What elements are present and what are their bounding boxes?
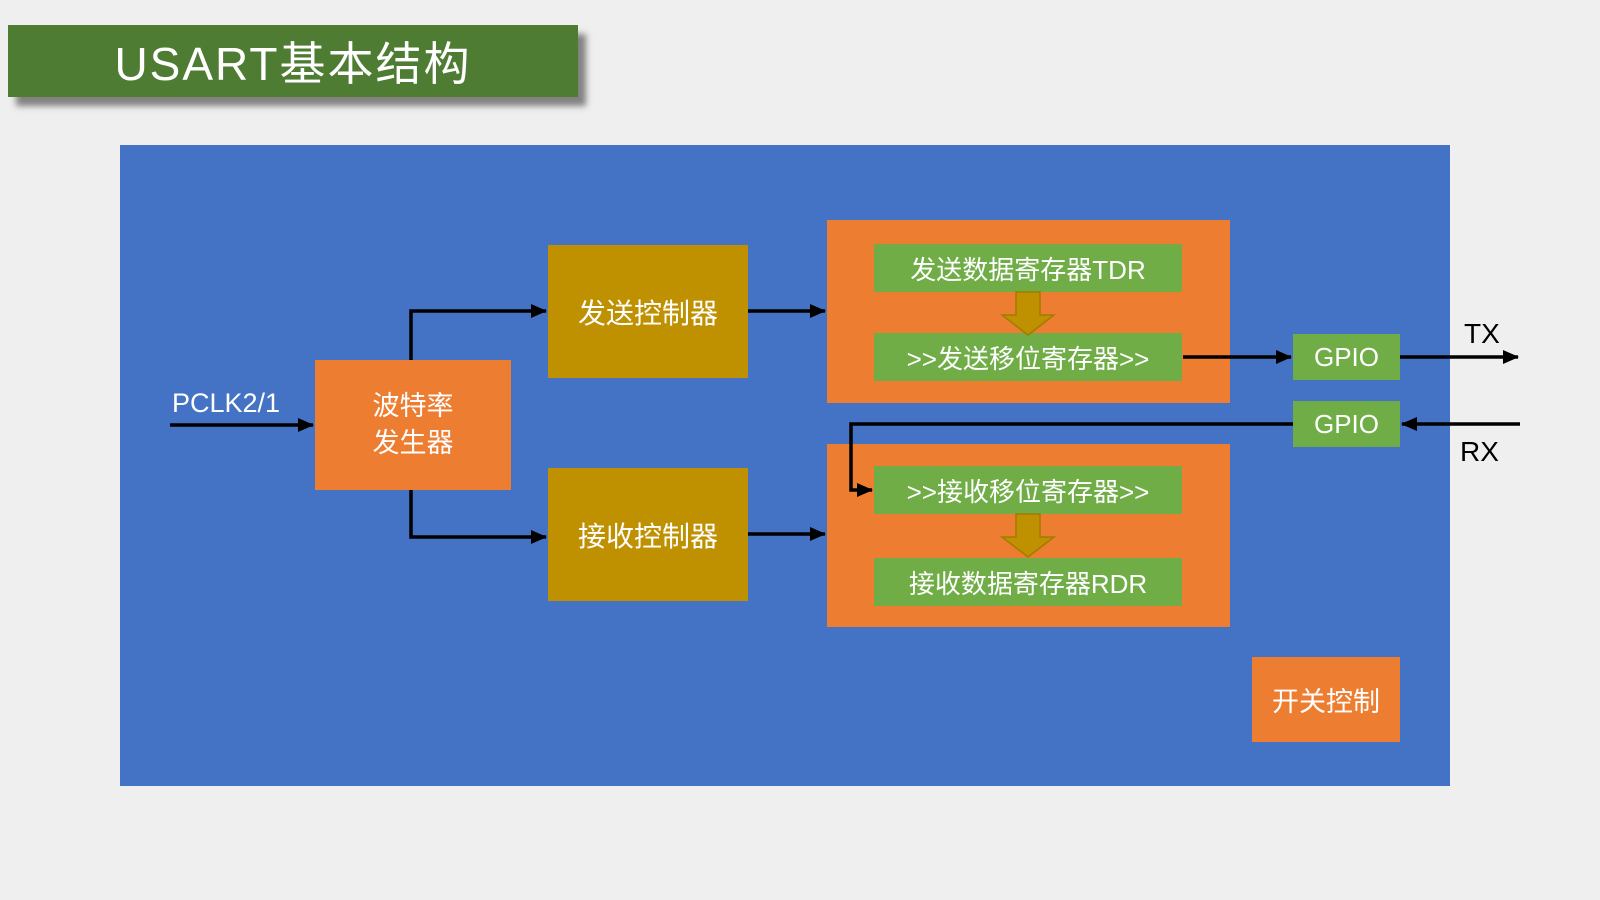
switch-control-label: 开关控制 <box>1272 687 1380 717</box>
gpio-tx-label: GPIO <box>1313 341 1379 372</box>
baud-rate-generator-block: 波特率 发生器 <box>315 360 511 490</box>
receive-controller-label: 接收控制器 <box>577 520 718 552</box>
gpio-tx-block: GPIO <box>1293 334 1400 380</box>
rx-signal-label: RX <box>1460 436 1499 467</box>
transmit-controller-block: 发送控制器 <box>548 245 748 378</box>
tx-signal-label: TX <box>1464 318 1500 349</box>
rdr-register-block: 接收数据寄存器RDR <box>874 558 1182 606</box>
baud-rate-generator-line1: 波特率 <box>372 391 454 421</box>
receive-shift-register-block: >>接收移位寄存器>> <box>874 466 1182 514</box>
receive-controller-block: 接收控制器 <box>548 468 748 601</box>
gpio-rx-block: GPIO <box>1293 401 1400 447</box>
tdr-register-label: 发送数据寄存器TDR <box>910 254 1146 285</box>
switch-control-block: 开关控制 <box>1252 657 1400 742</box>
page-title: USART基本结构 <box>114 38 472 90</box>
gpio-rx-label: GPIO <box>1313 408 1379 439</box>
tdr-register-block: 发送数据寄存器TDR <box>874 244 1182 292</box>
rdr-register-label: 接收数据寄存器RDR <box>908 568 1148 599</box>
title-banner: USART基本结构 <box>8 25 578 97</box>
baud-rate-generator-line2: 发生器 <box>372 428 454 458</box>
pclk-signal-label: PCLK2/1 <box>172 388 281 418</box>
transmit-shift-register-block: >>发送移位寄存器>> <box>874 333 1182 381</box>
transmit-controller-label: 发送控制器 <box>577 297 718 329</box>
transmit-shift-register-label: >>发送移位寄存器>> <box>906 343 1150 374</box>
receive-shift-register-label: >>接收移位寄存器>> <box>906 476 1150 507</box>
